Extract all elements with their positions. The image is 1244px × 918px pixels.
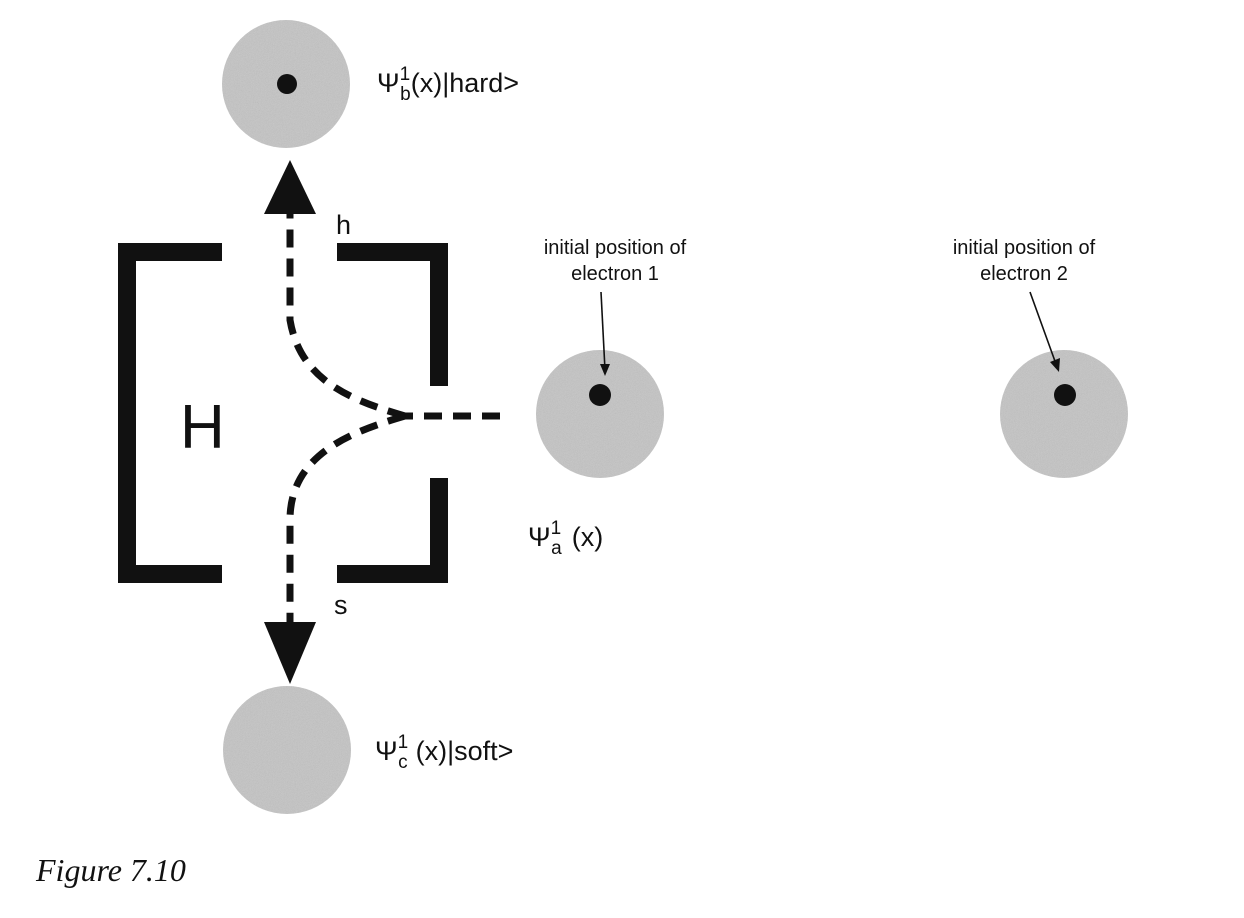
electron2-note-line1: initial position of [953, 237, 1096, 259]
state-b-psi: Ψ [377, 68, 400, 98]
electron-dot-2 [1054, 384, 1076, 406]
state-a-rest: (x) [572, 522, 603, 552]
arrow-down-icon [264, 622, 316, 684]
electron1-note-line1: initial position of [544, 237, 687, 259]
arrow-up-icon [264, 160, 316, 214]
cloud-electron-2 [1000, 350, 1128, 478]
state-b-sup: 1 [400, 64, 411, 85]
cloud-a [536, 350, 664, 478]
electron2-pointer [1029, 291, 1057, 365]
path-upper-branch [286, 212, 406, 420]
port-hard-label: h [336, 210, 351, 240]
cloud-c [223, 686, 351, 814]
electron-dot-1 [589, 384, 611, 406]
box-right-bottom-bracket [337, 478, 448, 583]
state-b-sub: b [400, 84, 411, 105]
box-label: H [180, 393, 225, 462]
state-c-sub: c [398, 752, 408, 773]
electron-dot-b [277, 74, 297, 94]
state-b-rest: (x)|hard> [411, 68, 519, 98]
state-a-psi: Ψ [528, 522, 551, 552]
state-a-sub: a [551, 538, 562, 559]
state-c-rest: (x)|soft> [416, 736, 514, 766]
state-c-sup: 1 [398, 732, 409, 753]
electron1-note-line2: electron 1 [571, 263, 659, 285]
figure-caption: Figure 7.10 [36, 852, 186, 888]
port-soft-label: s [334, 590, 348, 620]
electron1-pointer [600, 291, 606, 371]
electron2-pointer-head-icon [1050, 358, 1060, 372]
path-lower-branch [286, 412, 406, 625]
state-c-psi: Ψ [375, 736, 398, 766]
state-a-sup: 1 [551, 518, 562, 539]
box-left-bracket [118, 243, 222, 583]
electron1-pointer-head-icon [600, 364, 610, 376]
box-right-top-bracket [337, 243, 448, 386]
electron2-note-line2: electron 2 [980, 263, 1068, 285]
